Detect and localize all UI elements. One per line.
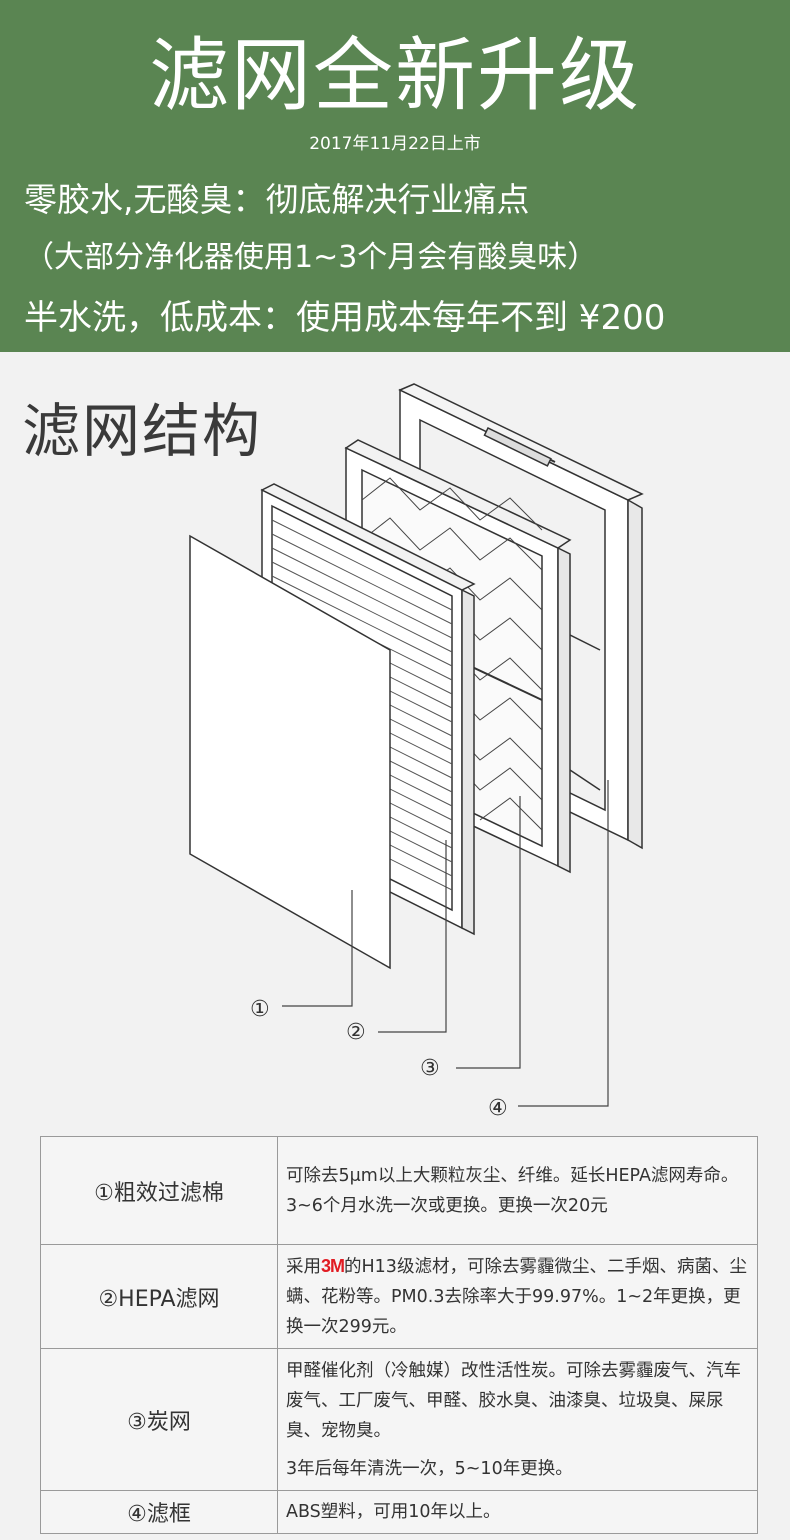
table-row: ④滤框 ABS塑料，可用10年以上。: [40, 1490, 758, 1534]
callout-lines: [282, 780, 609, 1107]
callout-2: ②: [346, 1020, 366, 1045]
layer-desc: 甲醛催化剂（冷触媒）改性活性炭。可除去雾霾废气、汽车废气、工厂废气、甲醛、胶水臭…: [286, 1360, 741, 1441]
banner-title: 滤网全新升级: [149, 29, 641, 122]
table-row: ②HEPA滤网 采用3M的H13级滤材，可除去雾霾微尘、二手烟、病菌、尘螨、花粉…: [40, 1244, 758, 1349]
layer-name: ④滤框: [40, 1490, 278, 1534]
feature-line-3: 半水洗，低成本：使用成本每年不到 ¥200: [24, 298, 666, 338]
header-banner: 滤网全新升级 2017年11月22日上市 零胶水,无酸臭：彻底解决行业痛点 （大…: [0, 0, 790, 352]
brand-3m-logo: 3M: [321, 1256, 345, 1276]
cotton-layer: [189, 534, 391, 970]
layer-desc-note: 3年后每年清洗一次，5~10年更换。: [286, 1458, 573, 1479]
feature-line-2: （大部分净化器使用1~3个月会有酸臭味）: [24, 240, 598, 275]
feature-line-1: 零胶水,无酸臭：彻底解决行业痛点: [24, 180, 530, 219]
filter-spec-table: ①粗效过滤棉 可除去5μm以上大颗粒灰尘、纤维。延长HEPA滤网寿命。3~6个月…: [40, 1136, 758, 1534]
layer-name: ③炭网: [40, 1348, 278, 1491]
section-title: 滤网结构: [22, 397, 263, 465]
callout-3: ③: [420, 1056, 440, 1081]
table-row: ③炭网 甲醛催化剂（冷触媒）改性活性炭。可除去雾霾废气、汽车废气、工厂废气、甲醛…: [40, 1348, 758, 1491]
callout-1: ①: [250, 997, 270, 1022]
callout-4: ④: [488, 1096, 508, 1121]
filter-structure-diagram: [189, 383, 644, 1107]
release-date: 2017年11月22日上市: [309, 134, 481, 154]
layer-name: ②HEPA滤网: [40, 1244, 278, 1349]
layer-desc: 可除去5μm以上大颗粒灰尘、纤维。延长HEPA滤网寿命。3~6个月水洗一次或更换…: [286, 1165, 739, 1216]
layer-name: ①粗效过滤棉: [40, 1136, 278, 1245]
desc-prefix: 采用: [286, 1257, 321, 1277]
layer-desc: ABS塑料，可用10年以上。: [286, 1502, 501, 1522]
table-row: ①粗效过滤棉 可除去5μm以上大颗粒灰尘、纤维。延长HEPA滤网寿命。3~6个月…: [40, 1136, 758, 1245]
desc-suffix: 的H13级滤材，可除去雾霾微尘、二手烟、病菌、尘螨、花粉等。PM0.3去除率大于…: [286, 1257, 747, 1337]
